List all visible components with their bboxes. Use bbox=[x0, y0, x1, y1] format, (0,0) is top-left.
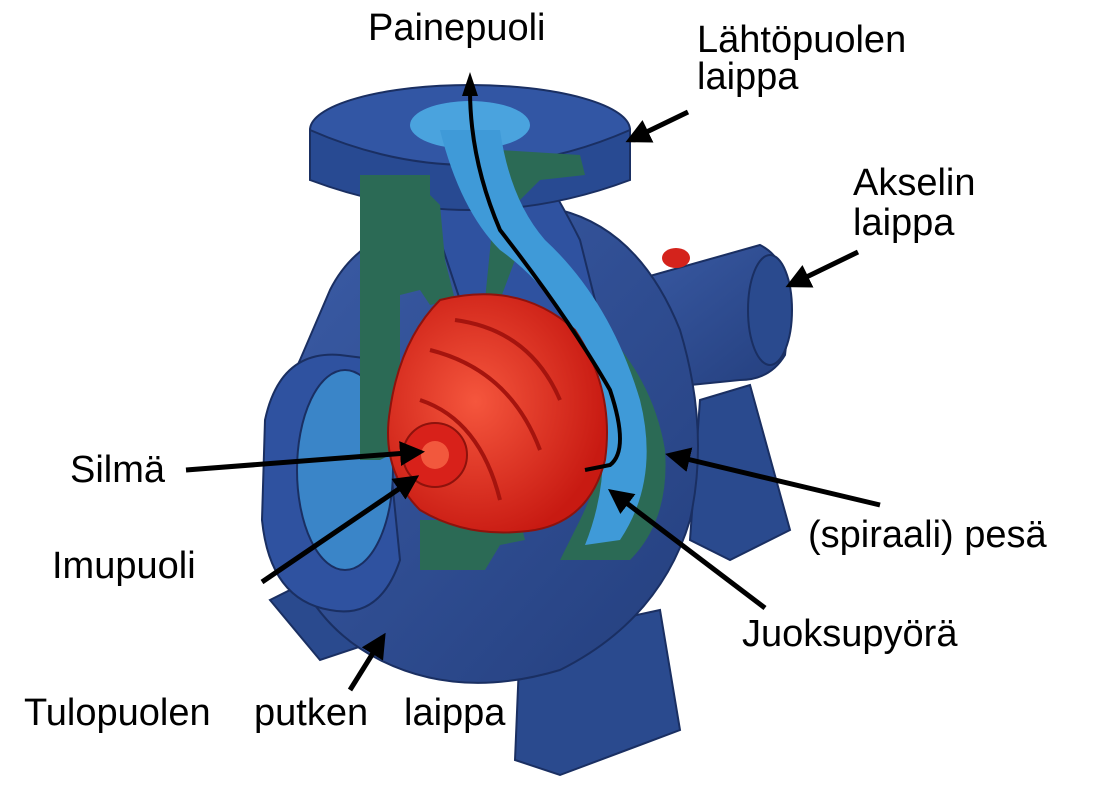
label-juoksupyora: Juoksupyörä bbox=[742, 614, 957, 654]
label-painepuoli: Painepuoli bbox=[368, 8, 545, 48]
label-putken: putken bbox=[254, 693, 368, 733]
arrow-akselin bbox=[790, 252, 858, 285]
label-pesa: (spiraali) pesä bbox=[808, 515, 1047, 555]
label-imupuoli: Imupuoli bbox=[52, 546, 196, 586]
label-lahtopuolen-line1: Lähtöpuolen bbox=[697, 20, 906, 60]
flow-arrow-head bbox=[462, 72, 478, 96]
label-laippa: laippa bbox=[404, 693, 505, 733]
label-lahtopuolen-line2: laippa bbox=[697, 57, 798, 97]
arrow-lahtopuolen bbox=[630, 112, 688, 140]
label-silma: Silmä bbox=[70, 450, 165, 490]
label-akselin-line2: laippa bbox=[853, 203, 954, 243]
label-akselin-line1: Akselin bbox=[853, 163, 976, 203]
label-tulopuolen: Tulopuolen bbox=[24, 693, 211, 733]
